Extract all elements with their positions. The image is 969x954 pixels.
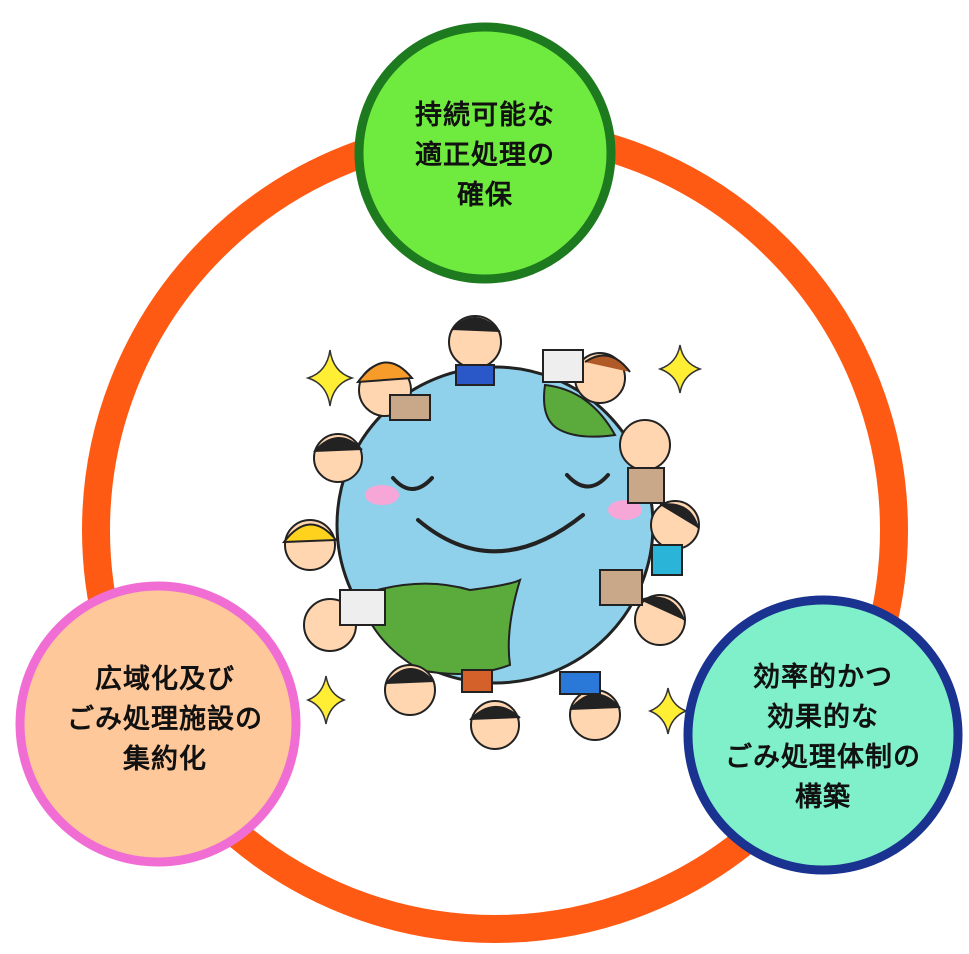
earth-icon [335,365,655,685]
node-right-circle [683,595,963,875]
node-top-line: 確保 [457,179,513,211]
node-left-line: ごみ処理施設の [67,704,263,735]
node-left-line: 広域化及び [95,664,235,695]
node-right-line: ごみ処理体制の [725,742,921,773]
node-left-line: 集約化 [123,744,207,775]
node-top-label: 持続可能な 適正処理の 確保 [350,88,620,223]
person-icon [281,315,700,750]
node-top-line: 適正処理の [415,139,555,171]
node-top-line: 持続可能な [415,99,555,131]
node-right-line: 効率的かつ [753,662,893,693]
node-top-circle [354,22,616,284]
node-left-label: 広域化及び ごみ処理施設の 集約化 [30,640,300,800]
sparkle-icon [305,344,703,735]
node-right-line: 効果的な [767,702,879,733]
node-right-line: 構築 [795,782,851,813]
node-right-label: 効率的かつ 効果的な ごみ処理体制の 構築 [683,638,963,838]
node-left-circle [15,581,301,867]
